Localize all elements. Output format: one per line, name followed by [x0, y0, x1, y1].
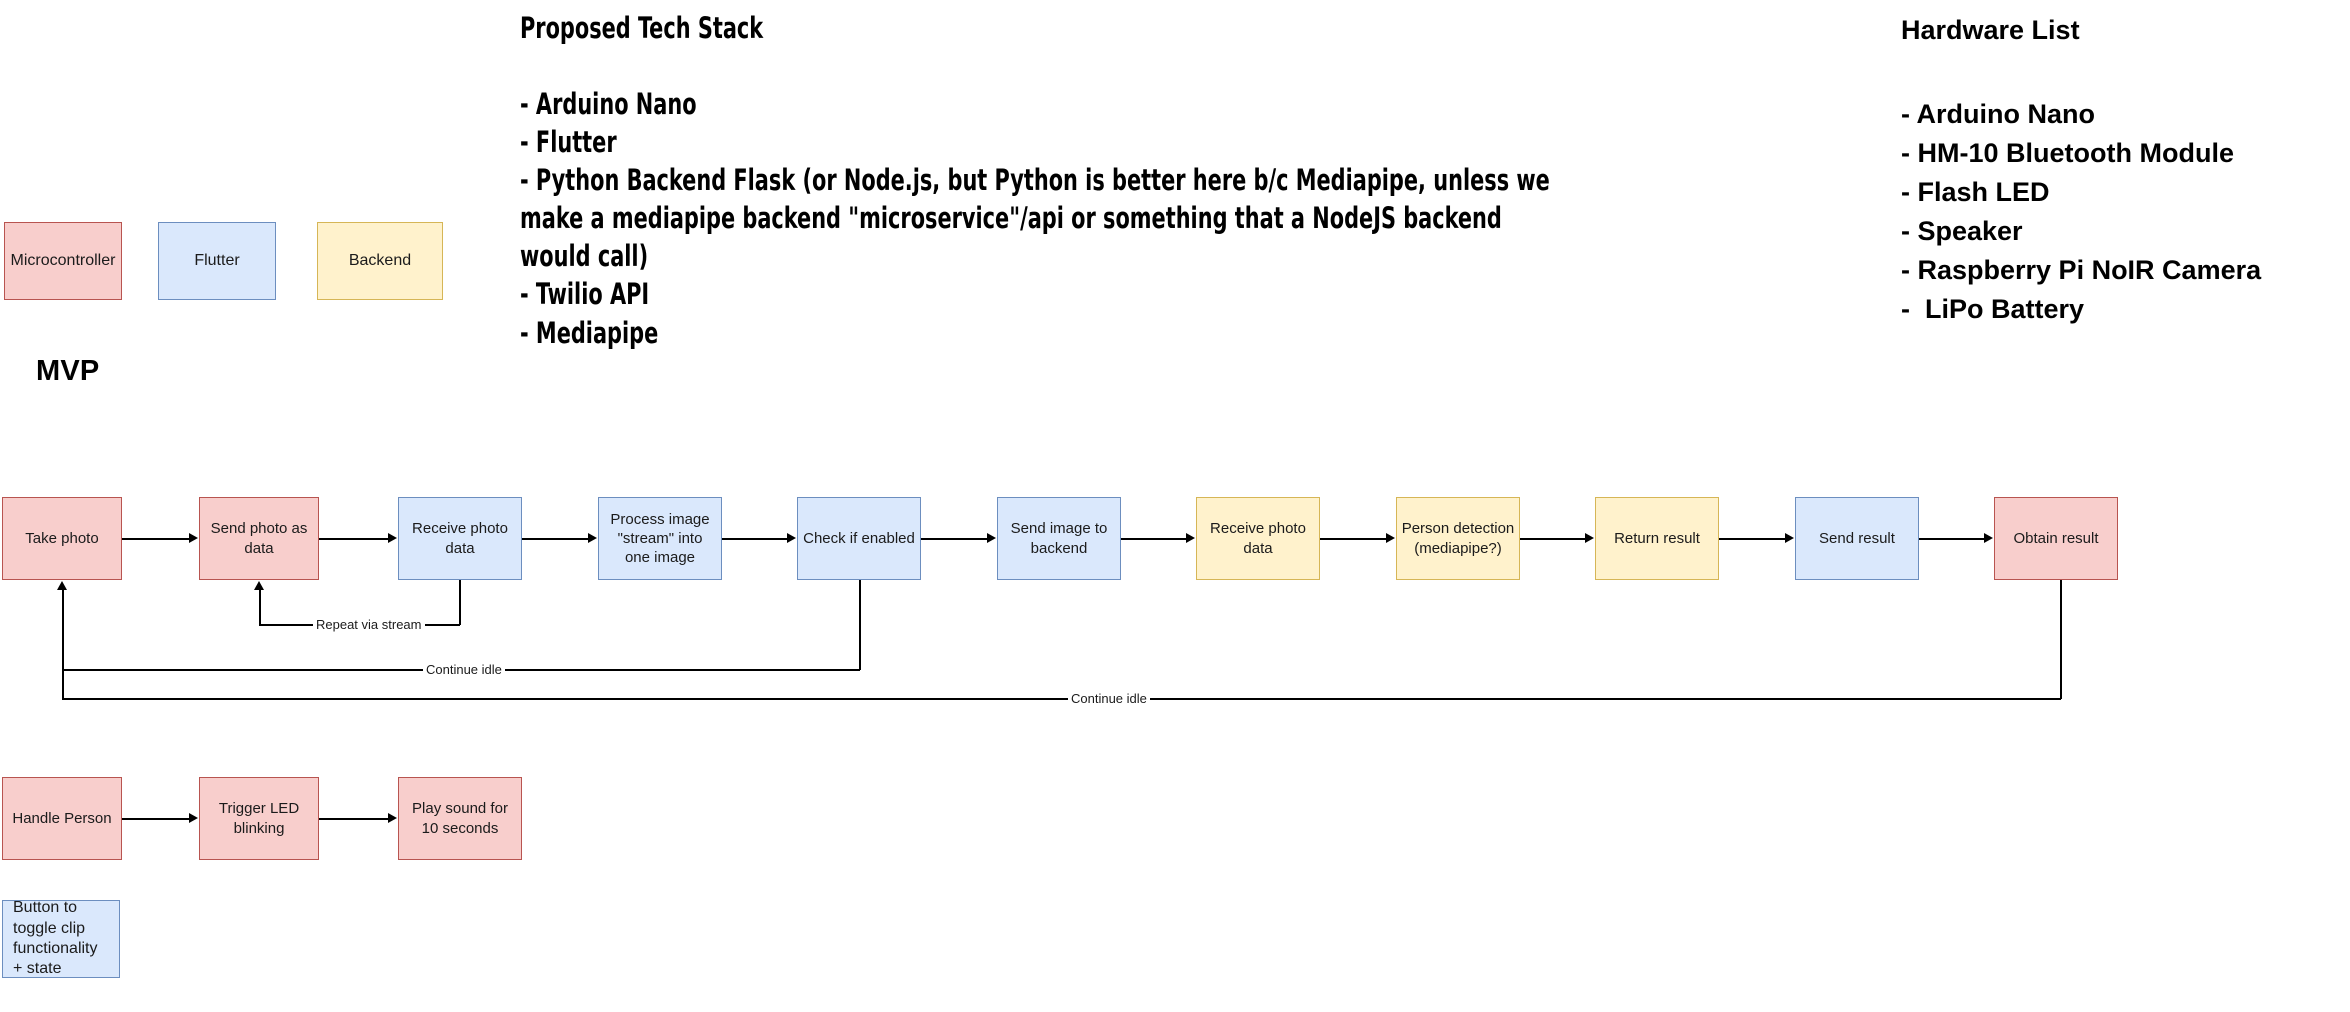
tech-stack-title: Proposed Tech Stack [520, 11, 764, 45]
flow-node-check-enabled: Check if enabled [797, 497, 921, 580]
legend-box-backend: Backend [317, 222, 443, 300]
legend-box-microcontroller: Microcontroller [4, 222, 122, 300]
hardware-list-item-2: - HM-10 Bluetooth Module [1901, 138, 2234, 168]
flow-arrowhead-2 [388, 533, 397, 543]
hardware-list-item-3: - Flash LED [1901, 177, 2050, 207]
flow-connector-9 [1719, 538, 1786, 540]
tech-stack-line-1: - Arduino Nano [520, 87, 697, 121]
flow-node-trigger-led: Trigger LED blinking [199, 777, 319, 860]
flow-connector-4 [722, 538, 788, 540]
loop-idle-long-across [62, 698, 2061, 700]
edge-label-repeat-via-stream: Repeat via stream [313, 618, 425, 631]
flow-node-handle-person: Handle Person [2, 777, 122, 860]
flow-node-send-image: Send image to backend [997, 497, 1121, 580]
flow-arrowhead-4 [787, 533, 796, 543]
flow-connector-3 [522, 538, 589, 540]
handler-connector-1 [122, 818, 190, 820]
loop-idle-short-arrowhead [57, 581, 67, 590]
loop-idle-short-up [62, 589, 64, 670]
handler-arrowhead-1 [189, 813, 198, 823]
flow-connector-10 [1919, 538, 1985, 540]
flow-connector-2 [319, 538, 389, 540]
flow-arrowhead-5 [987, 533, 996, 543]
flow-arrowhead-10 [1984, 533, 1993, 543]
flow-node-send-photo: Send photo as data [199, 497, 319, 580]
flow-node-receive-photo-backend: Receive photo data [1196, 497, 1320, 580]
flow-connector-6 [1121, 538, 1187, 540]
loop-repeat-down [459, 580, 461, 625]
loop-idle-long-up [62, 669, 64, 699]
edge-label-continue-idle-long: Continue idle [1068, 692, 1150, 705]
hardware-list-item-5: - Raspberry Pi NoIR Camera [1901, 255, 2262, 285]
hardware-list-item-6: - LiPo Battery [1901, 294, 2085, 324]
flow-arrowhead-6 [1186, 533, 1195, 543]
flow-node-return-result: Return result [1595, 497, 1719, 580]
handler-arrowhead-2 [388, 813, 397, 823]
tech-stack-line-5: would call) [520, 239, 649, 273]
loop-repeat-up [259, 589, 261, 625]
flow-arrowhead-7 [1386, 533, 1395, 543]
mvp-heading: MVP [36, 355, 100, 387]
loop-idle-long-down [2060, 580, 2062, 699]
flow-node-process-image: Process image "stream" into one image [598, 497, 722, 580]
flow-arrowhead-8 [1585, 533, 1594, 543]
flow-node-play-sound: Play sound for 10 seconds [398, 777, 522, 860]
flow-node-send-result: Send result [1795, 497, 1919, 580]
flow-node-person-detection: Person detection (mediapipe?) [1396, 497, 1520, 580]
legend-box-flutter: Flutter [158, 222, 276, 300]
flow-arrowhead-1 [189, 533, 198, 543]
flow-arrowhead-9 [1785, 533, 1794, 543]
edge-label-continue-idle-short: Continue idle [423, 663, 505, 676]
flow-connector-5 [921, 538, 988, 540]
toggle-note-box: Button to toggle clip functionality + st… [2, 899, 120, 978]
flow-connector-1 [122, 538, 190, 540]
flow-arrowhead-3 [588, 533, 597, 543]
flow-connector-8 [1520, 538, 1586, 540]
tech-stack-line-6: - Twilio API [520, 277, 650, 311]
flow-connector-7 [1320, 538, 1387, 540]
hardware-list-item-4: - Speaker [1901, 216, 2023, 246]
tech-stack-line-7: - Mediapipe [520, 316, 659, 350]
loop-idle-short-down [859, 580, 861, 670]
tech-stack-line-4: make a mediapipe backend "microservice"/… [520, 201, 1502, 235]
tech-stack-line-2: - Flutter [520, 125, 617, 159]
handler-connector-2 [319, 818, 389, 820]
loop-repeat-arrowhead [254, 581, 264, 590]
hardware-list-title: Hardware List [1901, 15, 2080, 45]
hardware-list-item-1: - Arduino Nano [1901, 99, 2095, 129]
flow-node-receive-photo: Receive photo data [398, 497, 522, 580]
flow-node-take-photo: Take photo [2, 497, 122, 580]
tech-stack-line-3: - Python Backend Flask (or Node.js, but … [520, 163, 1550, 197]
flow-node-obtain-result: Obtain result [1994, 497, 2118, 580]
